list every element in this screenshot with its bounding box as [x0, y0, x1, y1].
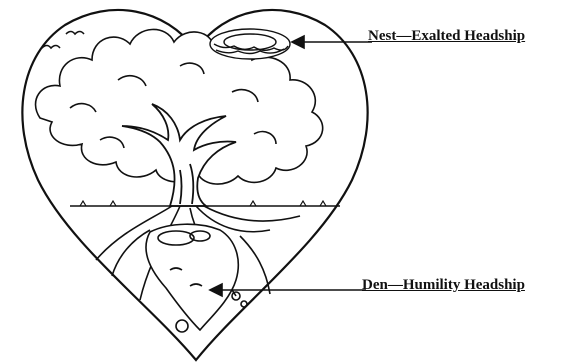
den-label: Den—Humility Headship: [362, 277, 525, 294]
nest-arrow: [292, 36, 372, 48]
nest-label: Nest—Exalted Headship: [368, 28, 525, 45]
nest-icon: [210, 29, 290, 59]
den-icon: [146, 224, 247, 332]
